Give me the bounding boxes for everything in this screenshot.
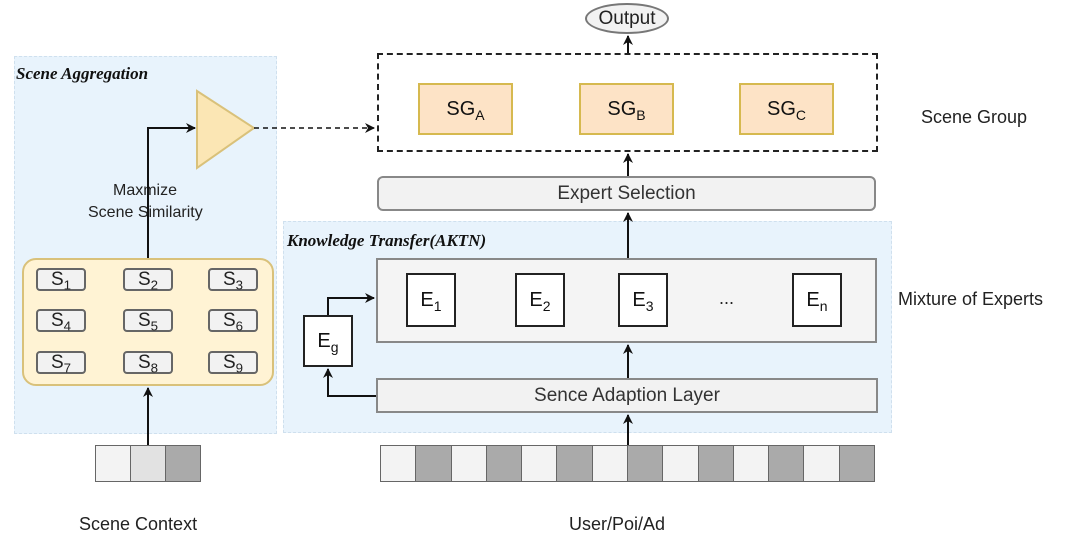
user-poi-ad-cell	[592, 446, 628, 481]
user-poi-ad-cell	[839, 446, 874, 481]
scene-adaption-layer-label: Sence Adaption Layer	[534, 385, 720, 406]
scene-adaption-layer-bar: Sence Adaption Layer	[376, 378, 878, 413]
output-label: Output	[598, 8, 656, 29]
user-poi-ad-cell	[804, 446, 840, 481]
experts-ellipsis: ...	[719, 288, 735, 308]
scene-box-3: S3	[208, 268, 258, 293]
maximize-similarity-annotation-line1: Maxmize	[113, 182, 178, 199]
user-poi-ad-cell	[663, 446, 699, 481]
user-poi-ad-cell	[522, 446, 558, 481]
user-poi-ad-cell	[698, 446, 734, 481]
output-node: Output	[585, 3, 669, 34]
scene-group-label: Scene Group	[921, 107, 1028, 127]
expert-box-1: E1	[406, 273, 456, 327]
user-poi-ad-cell	[416, 446, 452, 481]
scene-box-1: S1	[36, 268, 86, 293]
expert-selection-label: Expert Selection	[557, 183, 696, 204]
mixture-of-experts-label: Mixture of Experts	[898, 289, 1044, 309]
scene-box-7: S7	[36, 351, 86, 376]
user-poi-ad-cell	[557, 446, 593, 481]
user-poi-ad-input	[380, 445, 875, 482]
knowledge-transfer-title: Knowledge Transfer(AKTN)	[287, 231, 487, 250]
user-poi-ad-label: User/Poi/Ad	[569, 514, 666, 534]
scene-group-box-c: SGC	[739, 83, 834, 135]
scene-aggregation-title: Scene Aggregation	[16, 64, 149, 83]
user-poi-ad-cell	[733, 446, 770, 481]
scene-context-cell	[96, 446, 131, 481]
scene-box-6: S6	[208, 309, 258, 334]
user-poi-ad-cell	[451, 446, 487, 481]
user-poi-ad-cell	[769, 446, 805, 481]
user-poi-ad-cell	[627, 446, 664, 481]
expert-box-n: En	[792, 273, 842, 327]
scene-box-2: S2	[123, 268, 173, 293]
scene-group-box-a: SGA	[418, 83, 513, 135]
scene-context-input	[95, 445, 201, 482]
expert-box-3: E3	[618, 273, 668, 327]
expert-box-2: E2	[515, 273, 565, 327]
scene-box-9: S9	[208, 351, 258, 376]
scene-box-8: S8	[123, 351, 173, 376]
user-poi-ad-cell	[381, 446, 417, 481]
user-poi-ad-cell	[486, 446, 523, 481]
scene-context-label: Scene Context	[79, 514, 198, 534]
scene-box-4: S4	[36, 309, 86, 334]
maximize-similarity-annotation-line2: Scene Similarity	[88, 204, 203, 221]
scene-context-cell	[131, 446, 166, 481]
scene-box-5: S5	[123, 309, 173, 334]
scene-context-cell	[166, 446, 200, 481]
gate-expert-box: Eg	[303, 315, 353, 367]
scene-group-container	[377, 53, 878, 152]
expert-selection-bar: Expert Selection	[377, 176, 876, 211]
scene-group-box-b: SGB	[579, 83, 674, 135]
